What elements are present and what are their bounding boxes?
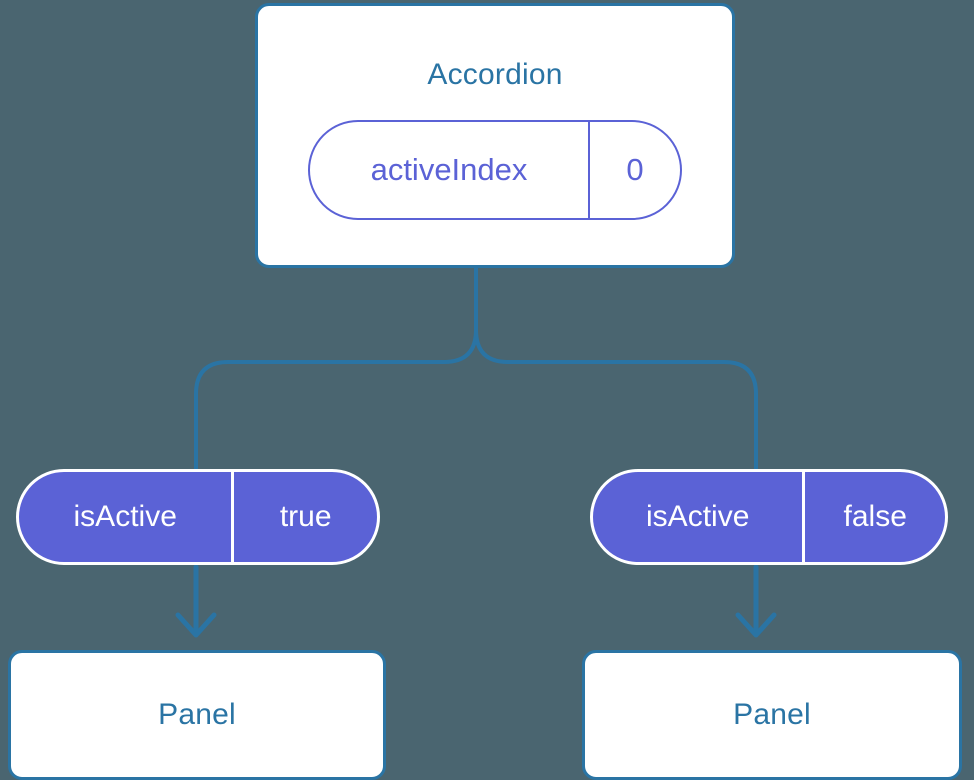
panel-component-box-left: Panel bbox=[8, 650, 386, 780]
state-pill-active-index-value: 0 bbox=[587, 122, 680, 218]
prop-pill-is-active-right: isActive false bbox=[590, 469, 948, 565]
panel-component-box-right: Panel bbox=[582, 650, 962, 780]
panel-title-left: Panel bbox=[158, 698, 236, 731]
connector-trunk-left bbox=[194, 264, 478, 471]
accordion-title: Accordion bbox=[427, 58, 563, 91]
prop-pill-is-active-left-key: isActive bbox=[73, 500, 177, 533]
state-pill-active-index: activeIndex 0 bbox=[308, 120, 682, 220]
prop-pill-is-active-left-value: true bbox=[231, 472, 377, 562]
prop-pill-is-active-right-value: false bbox=[802, 472, 945, 562]
connector-trunk-right bbox=[474, 264, 758, 471]
arrow-head-left-icon bbox=[175, 612, 217, 638]
prop-pill-is-active-right-key: isActive bbox=[646, 500, 750, 533]
arrow-head-right-icon bbox=[735, 612, 777, 638]
prop-pill-is-active-left: isActive true bbox=[16, 469, 380, 565]
panel-title-right: Panel bbox=[733, 698, 811, 731]
state-pill-active-index-key: activeIndex bbox=[370, 152, 528, 187]
